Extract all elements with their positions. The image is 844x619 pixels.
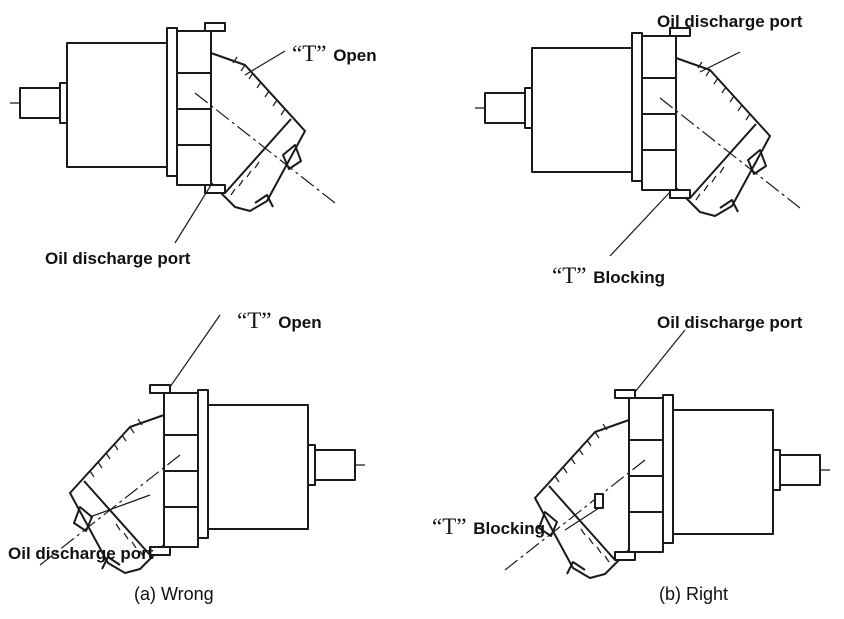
- t-text: Blocking: [593, 268, 665, 287]
- t-mark: “T”: [292, 41, 327, 66]
- pump-wrong-bottom: [39, 314, 366, 574]
- pump-right-bottom: [504, 329, 831, 579]
- t-mark: “T”: [432, 514, 467, 539]
- t-mark: “T”: [552, 263, 587, 288]
- label-oil-port-b-top: Oil discharge port: [657, 12, 803, 31]
- pump-right-top: [474, 27, 801, 257]
- t-mark: “T”: [237, 308, 272, 333]
- t-text: Blocking: [473, 519, 545, 538]
- label-oil-port-b-bottom: Oil discharge port: [657, 313, 803, 332]
- label-oil-port-a-bottom: Oil discharge port: [8, 544, 154, 563]
- label-oil-port-a-top: Oil discharge port: [45, 249, 191, 268]
- label-t-open-top: “T” Open: [292, 42, 377, 65]
- caption-right: (b) Right: [659, 584, 729, 604]
- t-text: Open: [278, 313, 322, 332]
- label-t-blocking-top: “T” Blocking: [552, 264, 665, 287]
- pump-wrong-top: [9, 22, 336, 244]
- caption-wrong: (a) Wrong: [134, 584, 214, 604]
- label-t-open-bottom: “T” Open: [237, 309, 322, 332]
- t-text: Open: [333, 46, 377, 65]
- label-t-blocking-bottom: “T” Blocking: [432, 515, 545, 538]
